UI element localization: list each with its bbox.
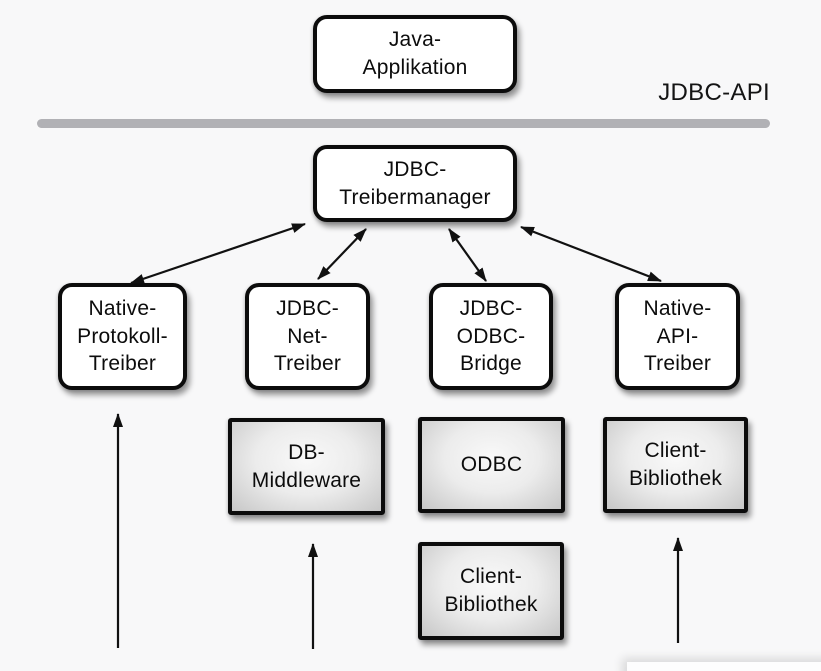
api-divider-line bbox=[37, 119, 770, 128]
node-jdbc-treibermanager: JDBC- Treibermanager bbox=[313, 145, 517, 222]
node-db-middleware: DB- Middleware bbox=[228, 418, 385, 515]
node-jdbc-odbc-bridge: JDBC- ODBC- Bridge bbox=[429, 283, 553, 390]
node-native-protokoll-treiber: Native- Protokoll- Treiber bbox=[58, 283, 187, 390]
arrow-manager-native-protokoll bbox=[130, 222, 306, 285]
arrow-manager-native-api bbox=[520, 225, 662, 283]
node-odbc: ODBC bbox=[418, 417, 565, 513]
node-java-applikation: Java- Applikation bbox=[313, 15, 517, 93]
node-client-bibliothek-mitte: Client- Bibliothek bbox=[418, 542, 564, 640]
node-native-api-treiber: Native- API- Treiber bbox=[615, 283, 740, 390]
cropped-bottom-right-box bbox=[627, 662, 821, 671]
jdbc-api-label: JDBC-API bbox=[658, 79, 770, 106]
node-client-bibliothek-rechts: Client- Bibliothek bbox=[603, 417, 748, 513]
arrow-manager-jdbc-net bbox=[317, 228, 367, 280]
node-jdbc-net-treiber: JDBC- Net- Treiber bbox=[245, 283, 370, 390]
arrow-manager-jdbc-odbc bbox=[448, 228, 487, 282]
